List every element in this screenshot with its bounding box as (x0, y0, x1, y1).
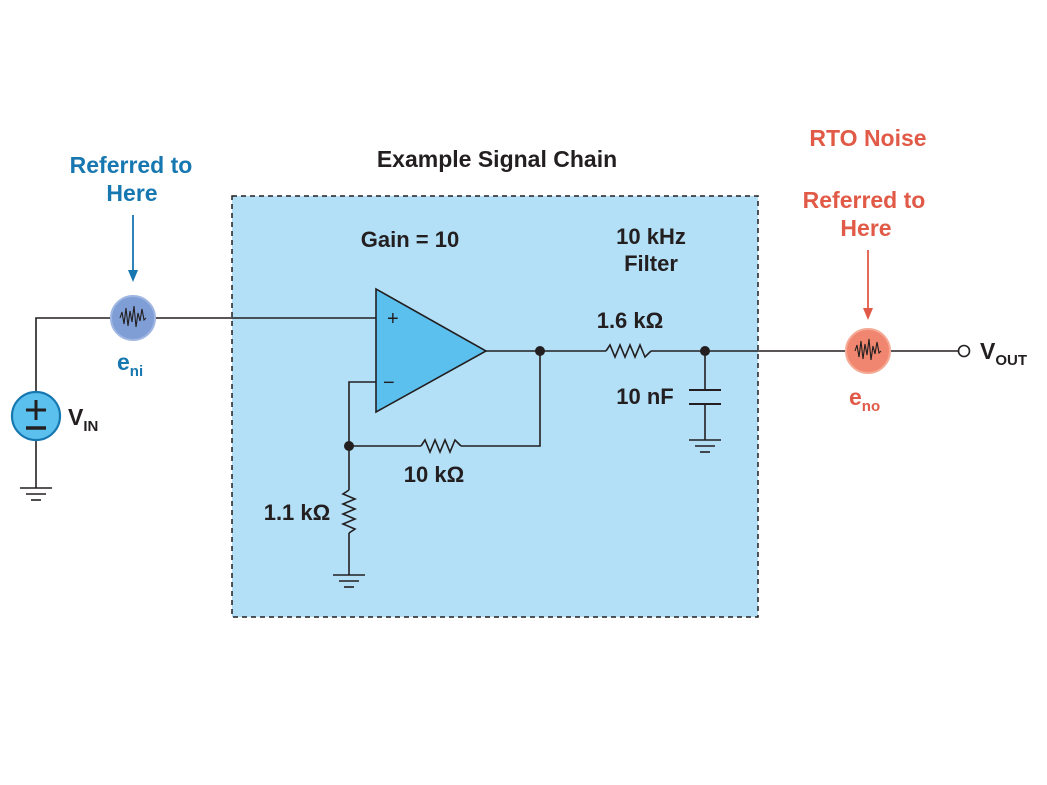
wires (35, 317, 959, 575)
opamp-minus-sign: − (383, 372, 395, 394)
ground-icon-capacitor (689, 439, 721, 453)
opamp-plus-sign: + (387, 308, 399, 330)
source-label: VIN (68, 404, 98, 435)
rti-noise-source-icon (110, 295, 156, 341)
capacitor-symbol (689, 389, 721, 405)
resistor-feedback-symbol (420, 437, 462, 455)
diagram-title: Example Signal Chain (377, 146, 617, 172)
output-label-main: V (980, 338, 996, 364)
voltage-source-icon (10, 390, 62, 442)
rto-label-line1: Referred to (803, 187, 926, 213)
capacitor-label: 10 nF (616, 384, 673, 409)
rti-label-line2: Here (106, 180, 157, 206)
resistor-filter-label: 1.6 kΩ (597, 308, 664, 333)
rto-heading: RTO Noise (809, 125, 926, 151)
rti-label-line1: Referred to (70, 152, 193, 178)
rto-noise-label-sub: no (862, 398, 880, 415)
junction-dot-filter (700, 346, 710, 356)
rti-arrow (128, 215, 138, 282)
filter-label-line1: 10 kHz (616, 224, 686, 249)
ground-icon-resistor (333, 574, 365, 588)
rto-label-line2: Here (840, 215, 891, 241)
signal-chain-box (231, 195, 759, 618)
rti-noise-label-main: e (117, 349, 130, 375)
resistor-ground-label: 1.1 kΩ (264, 500, 331, 525)
gain-label: Gain = 10 (361, 227, 459, 252)
rto-noise-label: eno (849, 384, 880, 415)
junction-dot-output (535, 346, 545, 356)
rto-noise-label-main: e (849, 384, 862, 410)
rto-arrow (863, 250, 873, 320)
resistor-feedback-label: 10 kΩ (404, 462, 464, 487)
ground-icon-source (20, 487, 52, 501)
rto-noise-source-icon (845, 328, 891, 374)
resistor-ground-symbol (340, 489, 358, 534)
output-label-sub: OUT (995, 352, 1027, 369)
opamp-triangle (375, 287, 488, 414)
output-terminal-icon (957, 344, 971, 358)
junction-dot-feedback (344, 441, 354, 451)
output-label: VOUT (980, 338, 1027, 369)
rti-noise-label-sub: ni (130, 363, 143, 380)
source-label-sub: IN (83, 418, 98, 435)
rti-noise-label: eni (117, 349, 143, 380)
filter-label-line2: Filter (624, 251, 678, 276)
source-label-main: V (68, 404, 84, 430)
resistor-filter-symbol (605, 342, 652, 360)
